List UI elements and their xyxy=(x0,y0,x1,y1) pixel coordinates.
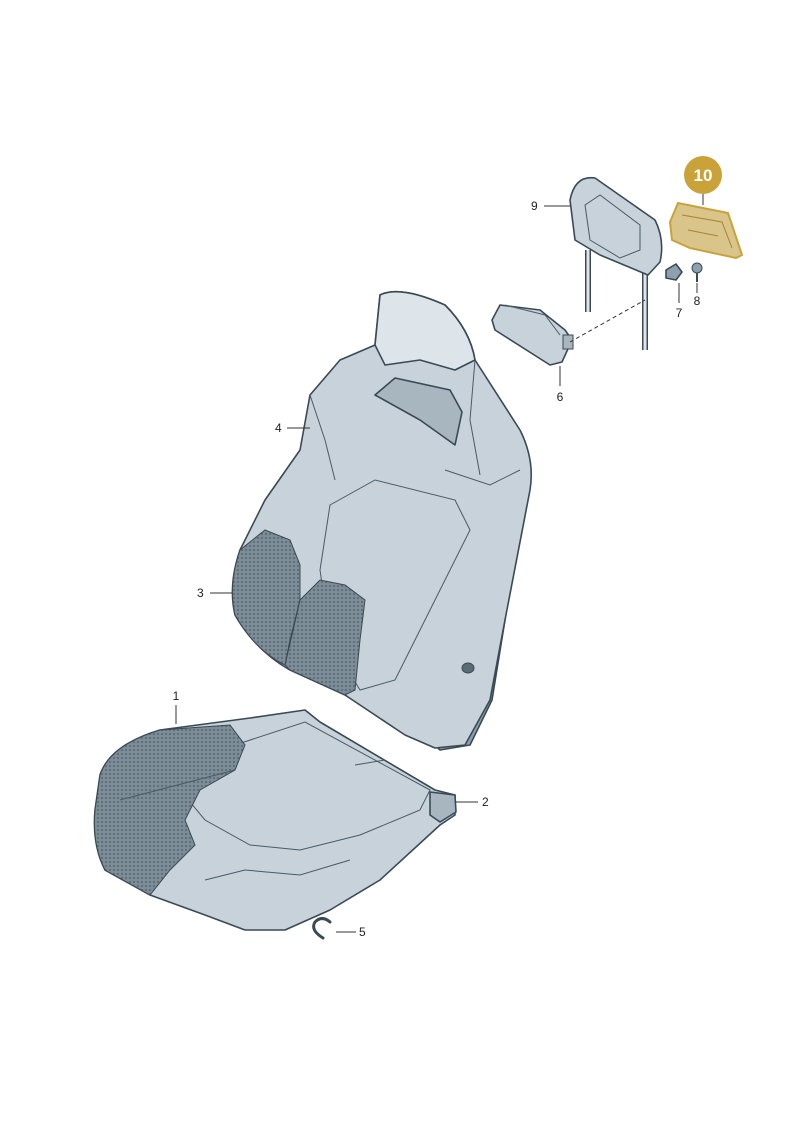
cushion-front-tab xyxy=(429,791,457,823)
backrest-top xyxy=(374,290,476,371)
backrest-hole xyxy=(461,662,475,674)
callout-4: 4 xyxy=(275,421,282,435)
seat-cushion xyxy=(93,709,457,931)
callout-3: 3 xyxy=(197,586,204,600)
clip-part-7 xyxy=(665,263,683,281)
backrest-slot xyxy=(374,377,463,446)
cushion-mesh-left xyxy=(94,724,246,896)
highlight-badge-label: 10 xyxy=(694,166,713,185)
callout-7: 7 xyxy=(676,306,683,320)
ring-clip xyxy=(312,917,332,940)
leader-lines xyxy=(175,194,704,933)
callout-5: 5 xyxy=(359,925,366,939)
highlighted-part-10[interactable] xyxy=(668,201,744,260)
callout-9: 9 xyxy=(531,199,538,213)
backrest-mesh-center xyxy=(284,579,366,696)
callout-6: 6 xyxy=(557,390,564,404)
guide-sleeve xyxy=(491,304,574,366)
backrest xyxy=(231,290,533,751)
callout-1: 1 xyxy=(173,689,180,703)
callout-2: 2 xyxy=(482,795,489,809)
screw-part-8 xyxy=(691,262,703,282)
cushion-contour xyxy=(119,759,386,881)
highlight-badge[interactable] xyxy=(684,156,722,194)
backrest-contour xyxy=(309,359,521,486)
headrest-frame xyxy=(569,176,663,350)
callout-8: 8 xyxy=(694,294,701,308)
